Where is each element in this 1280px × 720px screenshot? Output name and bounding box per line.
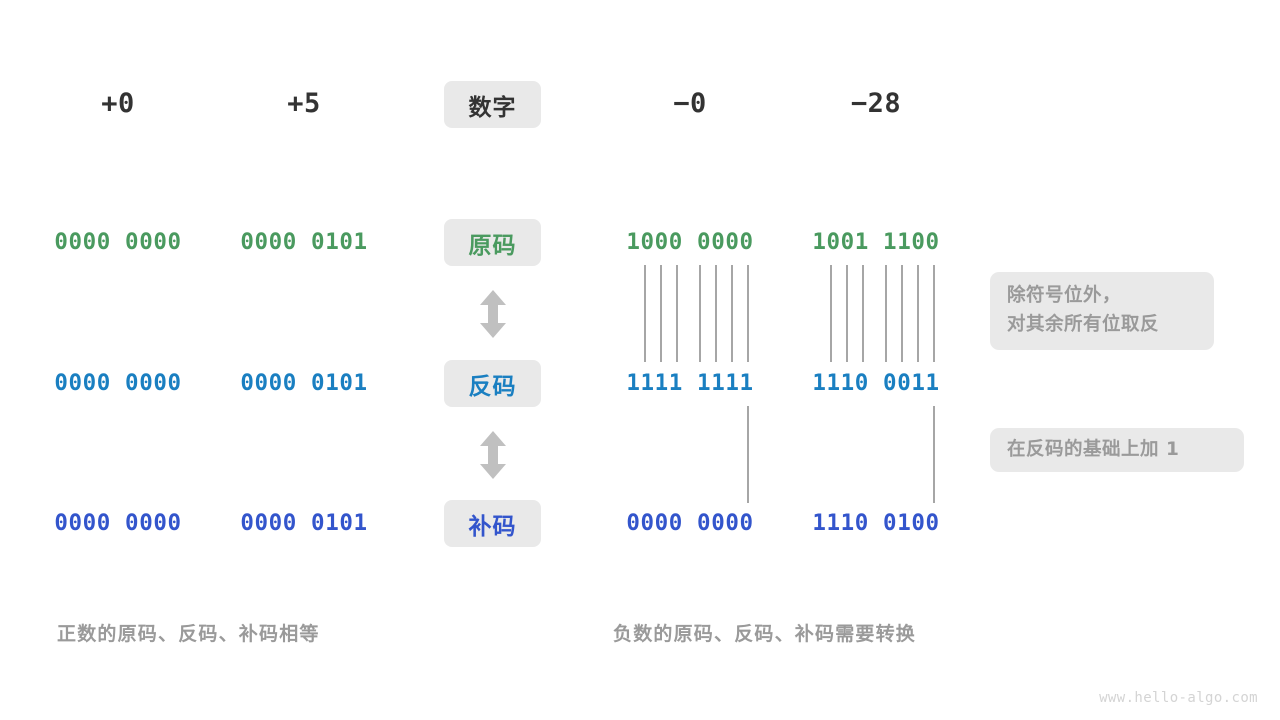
bits-sign-magnitude-plus-zero: 0000 0000 [54, 229, 182, 255]
note-add-one: 在反码的基础上加 1 [990, 428, 1244, 472]
bits-sign-magnitude-minus-zero: 1000 0000 [626, 229, 754, 255]
double-arrow-icon-add-one [476, 429, 510, 481]
chip-twos-complement-label: 补码 [444, 500, 541, 547]
double-arrow-icon-invert [476, 288, 510, 340]
bits-twos-complement-minus-zero: 0000 0000 [626, 510, 754, 536]
bits-ones-complement-minus-zero: 1111 1111 [626, 370, 754, 396]
caption-negative-numbers: 负数的原码、反码、补码需要转换 [613, 623, 917, 645]
bits-twos-complement-plus-zero: 0000 0000 [54, 510, 182, 536]
bits-sign-magnitude-minus-twentyeight: 1001 1100 [812, 229, 940, 255]
caption-positive-numbers: 正数的原码、反码、补码相等 [57, 623, 320, 645]
column-header-plus-five: +5 [287, 88, 321, 119]
column-header-minus-twentyeight: −28 [850, 88, 902, 119]
bits-ones-complement-plus-zero: 0000 0000 [54, 370, 182, 396]
column-header-minus-zero: −0 [673, 88, 707, 119]
bits-ones-complement-plus-five: 0000 0101 [240, 370, 368, 396]
note-invert-line2: 对其余所有位取反 [1007, 314, 1160, 335]
chip-sign-magnitude-label: 原码 [444, 219, 541, 266]
bits-twos-complement-plus-five: 0000 0101 [240, 510, 368, 536]
chip-number-label: 数字 [444, 81, 541, 128]
note-add-one-line1: 在反码的基础上加 1 [1007, 438, 1180, 460]
bits-sign-magnitude-plus-five: 0000 0101 [240, 229, 368, 255]
column-header-plus-zero: +0 [101, 88, 135, 119]
bits-ones-complement-minus-twentyeight: 1110 0011 [812, 370, 940, 396]
watermark-url: www.hello-algo.com [1099, 690, 1258, 706]
bits-twos-complement-minus-twentyeight: 1110 0100 [812, 510, 940, 536]
chip-ones-complement-label: 反码 [444, 360, 541, 407]
note-invert-bits: 除符号位外， 对其余所有位取反 [990, 272, 1214, 350]
note-invert-line1: 除符号位外， [1007, 285, 1122, 307]
